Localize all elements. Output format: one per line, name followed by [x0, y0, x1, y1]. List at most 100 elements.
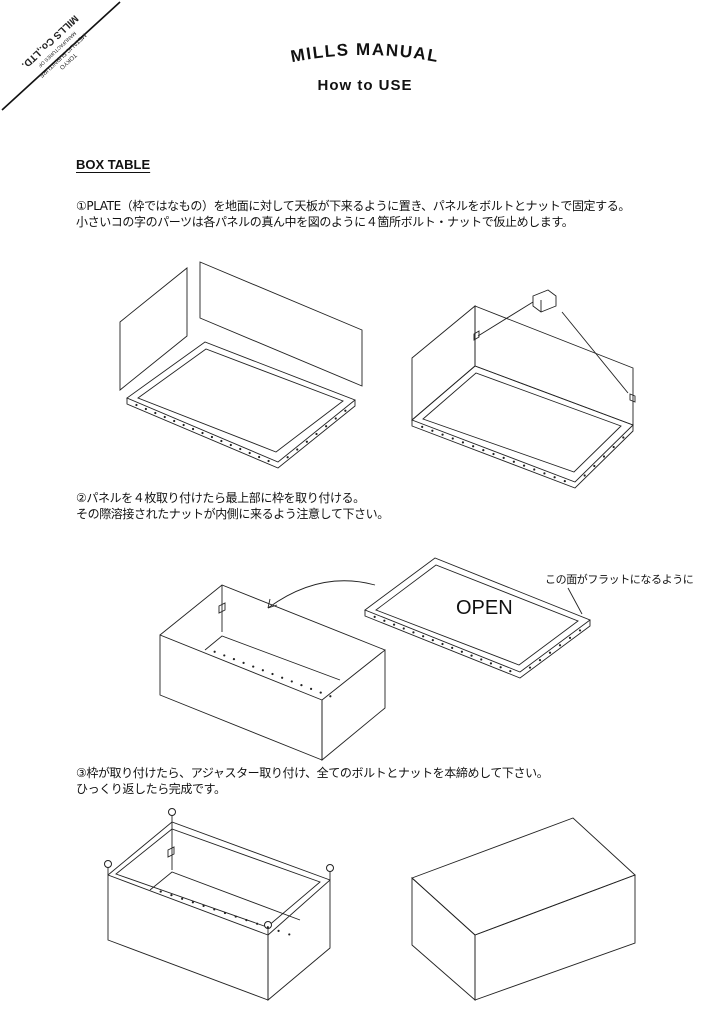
bolt-hole [213, 908, 216, 911]
bolt-hole [460, 650, 463, 653]
base-frame-inner [137, 348, 344, 453]
bolt-hole [422, 635, 425, 638]
bolt-hole [480, 658, 483, 661]
bolt-hole [502, 456, 505, 459]
bolt-hole [296, 448, 299, 451]
bolt-hole [239, 447, 242, 451]
adjuster-icon [104, 860, 112, 875]
bracket-icon [532, 289, 557, 313]
bolt-hole [412, 631, 415, 634]
bolt-hole [202, 904, 205, 907]
bolt-hole [533, 468, 536, 471]
bolt-hole [470, 654, 473, 657]
step-3-line-1: ③枠が取り付けたら、アジャスター取り付け、全てのボルトとナットを本締めして下さい… [76, 766, 549, 780]
placement-arrow [267, 580, 376, 609]
bolt-hole [553, 476, 556, 479]
bolt-hole [286, 456, 289, 459]
box-right-panel [267, 878, 331, 1001]
bolt-hole [229, 443, 232, 447]
figure-3-complete-diagram [411, 817, 636, 1001]
bolt-hole [290, 680, 293, 683]
back-panel [474, 305, 634, 426]
bolt-hole [154, 411, 157, 415]
bolt-hole [223, 911, 227, 915]
bolt-hole [135, 403, 138, 407]
bolt-hole [191, 427, 195, 431]
bolt-hole [528, 666, 532, 669]
leader-line [567, 587, 583, 615]
bolt-hole [451, 437, 454, 440]
bolt-hole [248, 451, 251, 455]
step-2-line-1: ②パネルを４枚取り付けたら最上部に枠を取り付ける。 [76, 491, 365, 505]
bolt-hole [329, 695, 332, 698]
bolt-hole [482, 449, 485, 452]
bolt-hole [245, 919, 248, 922]
bracket-icon [473, 330, 480, 341]
step-1-line-2: 小さいコの字のパーツは各パネルの真ん中を図のように４箇所ボルト・ナットで仮止めし… [76, 215, 574, 229]
bolt-hole [421, 425, 424, 428]
bolt-hole [288, 933, 291, 936]
top-frame-inner [375, 564, 579, 666]
box-front-panel [159, 634, 323, 761]
bolt-hole [163, 415, 166, 419]
box-front-panel [107, 874, 269, 1001]
adjuster-icon [326, 864, 334, 880]
base-frame-outer [126, 341, 356, 463]
flat-side-note: この面がフラットになるように [545, 573, 694, 586]
bolt-hole [170, 894, 173, 897]
bracket-icon [218, 602, 226, 614]
bolt-hole [522, 464, 526, 467]
bolt-hole [213, 650, 216, 653]
bolt-hole [538, 659, 542, 662]
bolt-hole [509, 670, 512, 673]
box-front [411, 876, 476, 1001]
bolt-hole [271, 672, 274, 676]
bolt-hole [461, 441, 465, 444]
bolt-hole [578, 629, 582, 632]
section-heading: BOX TABLE [76, 157, 151, 172]
bolt-hole [182, 423, 185, 427]
bolt-hole [622, 436, 625, 439]
bolt-hole [499, 666, 502, 669]
subtitle-text: How to USE [318, 77, 413, 94]
bolt-hole [431, 639, 434, 642]
box-side [474, 874, 636, 1001]
bolt-hole [492, 452, 495, 456]
bolt-hole [431, 429, 434, 432]
step-3-instructions: ③枠が取り付けたら、アジャスター取り付け、全てのボルトとナットを本締めして下さい… [76, 765, 549, 797]
bolt-hole [258, 455, 261, 459]
figure-3-adjusters-diagram [104, 808, 334, 1001]
bolt-hole [543, 472, 546, 475]
bolt-hole [173, 419, 176, 423]
box-right-panel [321, 649, 386, 761]
bolt-hole [583, 474, 586, 477]
step-1-instructions: ①PLATE（枠ではなもの）を地面に対して天板が下来るように置き、パネルをボルト… [76, 198, 630, 230]
adjuster-icon [168, 808, 176, 822]
bolt-hole [191, 901, 194, 904]
bolt-hole [472, 445, 475, 448]
bolt-hole [300, 684, 303, 687]
bolt-hole [277, 929, 280, 932]
figure-1-assembled-diagram [411, 289, 636, 489]
bolt-hole [232, 658, 236, 661]
bolt-hole [451, 646, 454, 649]
base-frame-outer [411, 365, 634, 483]
large-panel [199, 261, 363, 387]
bolt-hole [305, 440, 308, 443]
bolt-hole [210, 435, 214, 439]
step-2-instructions: ②パネルを４枚取り付けたら最上部に枠を取り付ける。 その際溶接されたナットが内側… [76, 490, 389, 522]
bolt-hole [593, 464, 596, 468]
bolt-hole [223, 654, 226, 657]
adjuster-icon [264, 921, 272, 935]
figure-1-parts-diagram [119, 261, 363, 469]
bracket-icon [167, 846, 175, 858]
bolt-hole [181, 897, 184, 900]
bolt-hole [558, 644, 562, 647]
bolt-hole [373, 615, 376, 618]
bolt-hole [220, 439, 223, 443]
bolt-hole [392, 623, 396, 626]
manual-title: MILLS MANUAL How to USE [289, 40, 439, 94]
left-panel [411, 305, 476, 421]
bolt-hole [548, 651, 552, 654]
